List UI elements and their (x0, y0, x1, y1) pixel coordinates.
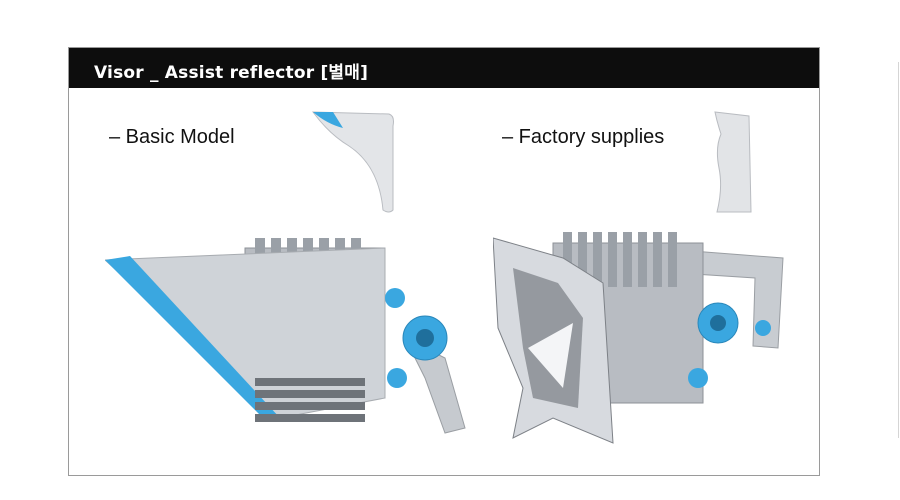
panel-title: Visor _ Assist reflector [별매] (94, 63, 369, 83)
basic-model-fixture-image (105, 238, 466, 434)
panel-header: Visor _ Assist reflector [별매] (69, 48, 819, 88)
side-divider-line (898, 62, 899, 438)
basic-model-label: – Basic Model (109, 126, 235, 148)
factory-supplies-label: – Factory supplies (502, 126, 665, 148)
product-panel: Visor _ Assist reflector [별매] – Basic Mo… (68, 47, 820, 476)
factory-supplies-fixture-image (493, 232, 784, 444)
basic-visor-thumbnail (311, 111, 394, 213)
factory-reflector-thumbnail (714, 111, 752, 213)
